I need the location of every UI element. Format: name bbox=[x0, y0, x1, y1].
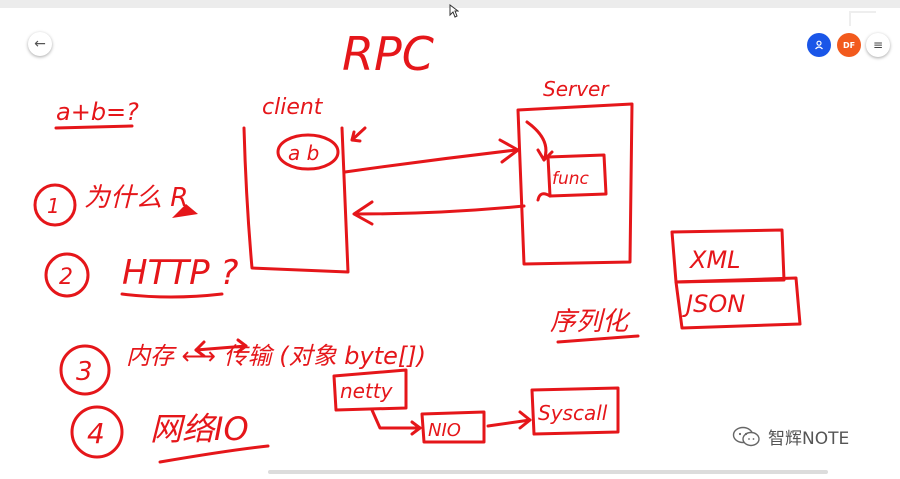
response-arrow bbox=[354, 204, 526, 216]
nio-box bbox=[420, 410, 486, 444]
question-underline bbox=[54, 124, 134, 130]
func-box bbox=[546, 153, 608, 198]
server-call-curve bbox=[525, 120, 548, 162]
request-arrowhead bbox=[498, 138, 520, 164]
func-label: func bbox=[552, 169, 590, 189]
item-2-circle bbox=[44, 252, 90, 298]
item-3-circle bbox=[59, 344, 111, 396]
serialize-label: 序列化 bbox=[550, 307, 631, 337]
server-box bbox=[516, 102, 634, 266]
flow-syscall: Syscall bbox=[538, 401, 608, 425]
item-1-text: 为什么 R bbox=[84, 183, 188, 213]
item-4-text: 网络IO bbox=[150, 410, 249, 448]
corner-resize-icon bbox=[849, 11, 876, 26]
netty-box bbox=[332, 368, 408, 412]
menu-icon: ≡ bbox=[872, 38, 884, 52]
flow-netty: netty bbox=[340, 379, 394, 403]
item-2-text: HTTP ? bbox=[122, 253, 238, 293]
user-icon bbox=[815, 40, 823, 50]
server-call-arrowhead bbox=[536, 148, 554, 162]
nio-syscall-arrow bbox=[486, 418, 532, 428]
item-3-num: 3 bbox=[76, 357, 93, 387]
item-1-circle bbox=[33, 183, 77, 227]
server-return-curve bbox=[536, 192, 552, 202]
avatar-user[interactable] bbox=[807, 33, 831, 57]
r-marker bbox=[172, 204, 198, 218]
request-arrow bbox=[343, 148, 518, 174]
memory-transfer-arrow-right bbox=[236, 338, 248, 354]
watermark-text: 智辉NOTE bbox=[768, 429, 850, 449]
http-underline bbox=[120, 292, 224, 299]
menu-button[interactable]: ≡ bbox=[866, 33, 890, 57]
board-title: RPC bbox=[342, 27, 434, 81]
arrow-left-icon: ← bbox=[34, 36, 46, 52]
netio-underline bbox=[158, 444, 270, 464]
response-arrowhead bbox=[352, 200, 374, 226]
wechat-icon bbox=[732, 426, 760, 446]
memory-transfer-arrow bbox=[194, 344, 248, 352]
question-text: a+b=? bbox=[56, 98, 139, 126]
netty-nio-arrow bbox=[370, 408, 422, 430]
memory-transfer-arrow-left bbox=[194, 340, 206, 358]
serialize-underline bbox=[556, 334, 640, 344]
watermark: 智辉NOTE bbox=[732, 424, 849, 449]
mouse-pointer-icon bbox=[449, 4, 459, 18]
xml-box bbox=[670, 228, 786, 284]
playback-bar[interactable] bbox=[268, 470, 828, 474]
syscall-box bbox=[530, 386, 620, 436]
client-vars-ellipse bbox=[276, 133, 340, 171]
client-box bbox=[242, 126, 350, 274]
top-bar bbox=[0, 0, 900, 8]
back-button[interactable]: ← bbox=[28, 32, 52, 56]
small-arrow-client bbox=[350, 126, 367, 143]
format-xml: XML bbox=[688, 246, 741, 274]
netty-nio-arrowhead bbox=[410, 420, 422, 436]
avatar-df[interactable]: DF bbox=[837, 33, 861, 57]
server-label: Server bbox=[543, 77, 610, 101]
client-vars: a b bbox=[288, 141, 319, 165]
item-2-num: 2 bbox=[59, 265, 73, 290]
flow-nio: NIO bbox=[428, 420, 461, 441]
item-4-circle bbox=[70, 405, 124, 459]
json-box bbox=[674, 276, 802, 330]
item-3-text: 内存 ⟷ 传输 (对象 byte[]) bbox=[126, 342, 426, 370]
format-json: JSON bbox=[682, 290, 745, 318]
item-1-num: 1 bbox=[47, 194, 60, 218]
nio-syscall-arrowhead bbox=[518, 410, 532, 430]
client-label: client bbox=[262, 95, 324, 120]
item-4-num: 4 bbox=[87, 417, 105, 450]
